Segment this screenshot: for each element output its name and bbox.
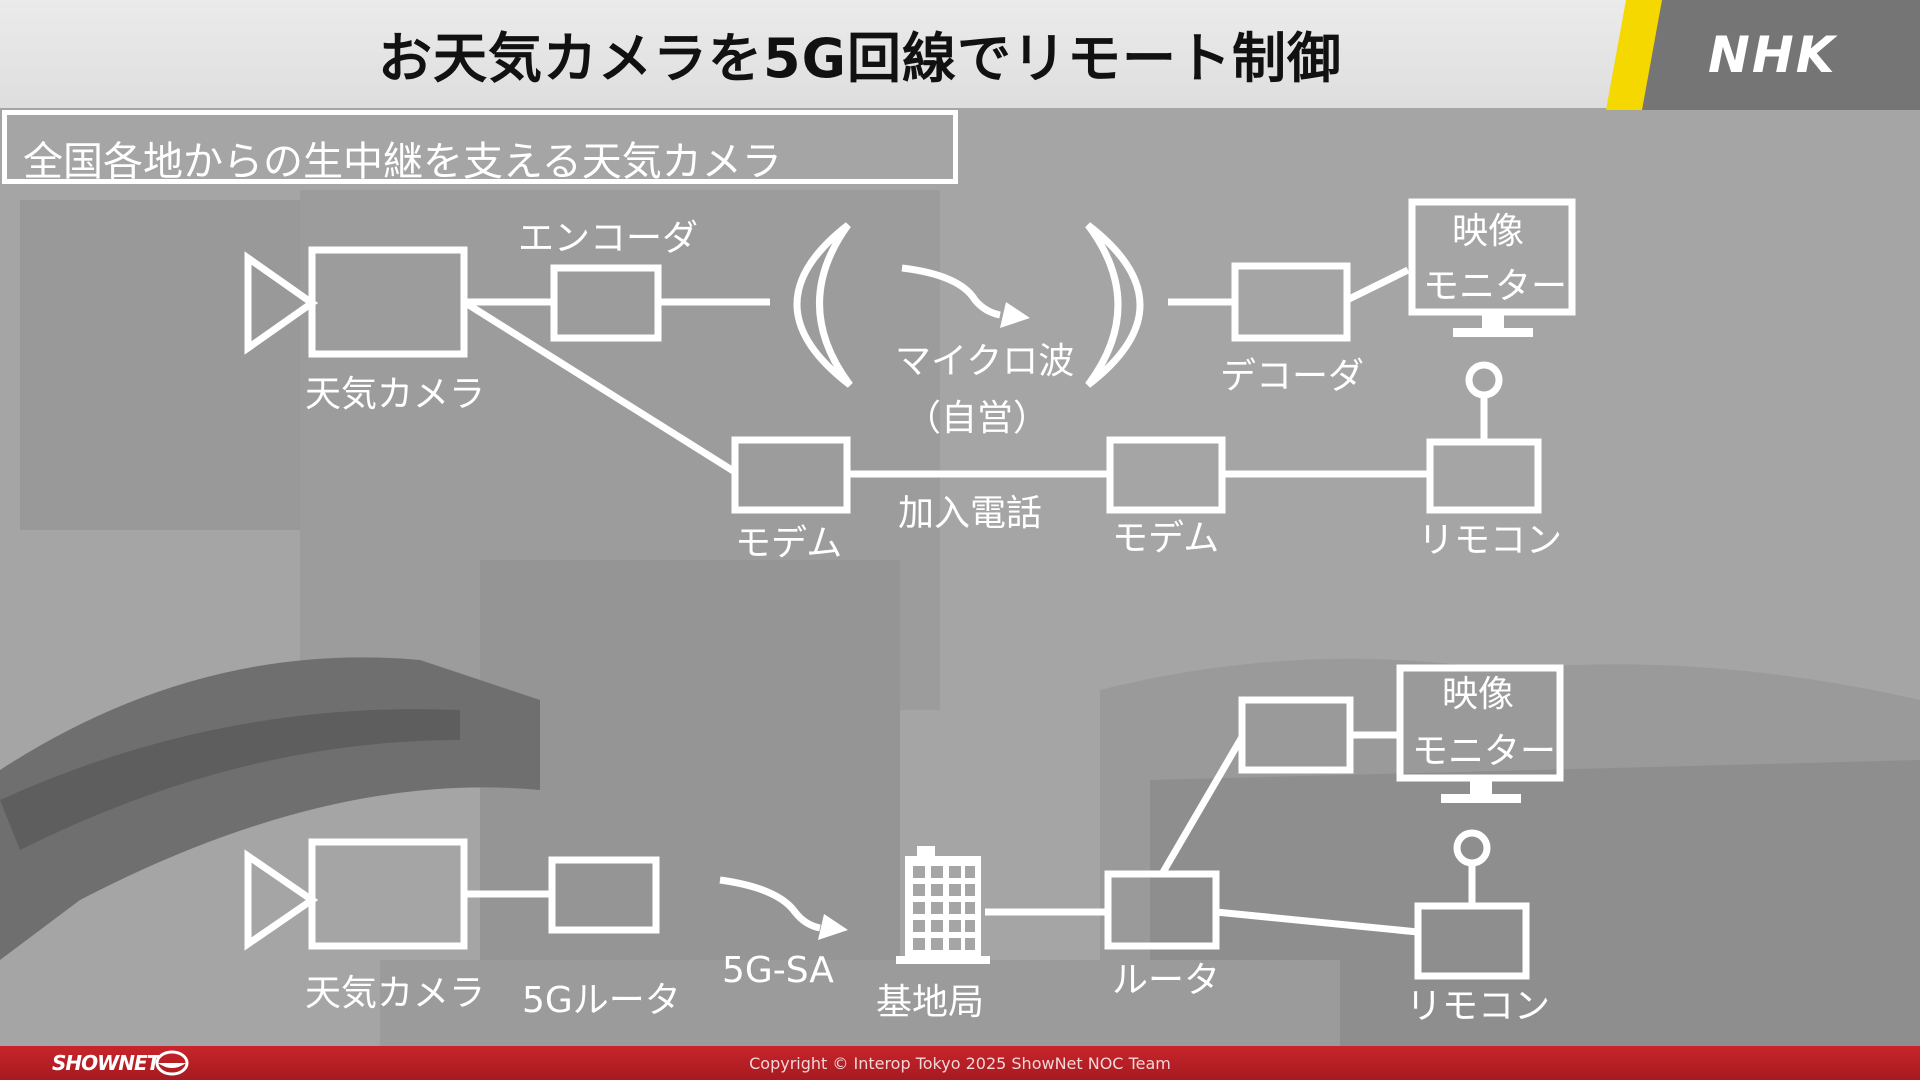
label-monitor-bottom-2: モニター (1412, 731, 1556, 772)
label-remote-top: リモコン (1418, 520, 1562, 561)
label-monitor-top-1: 映像 (1452, 211, 1524, 252)
router-box (1104, 870, 1220, 950)
remote-bottom-knob (1453, 829, 1491, 867)
copyright-text: Copyright © Interop Tokyo 2025 ShowNet N… (749, 1054, 1171, 1073)
label-monitor-top-2: モニター (1423, 266, 1567, 307)
5g-link-arrow-icon (719, 876, 821, 932)
subtitle-box: 全国各地からの生中継を支える天気カメラ (2, 110, 958, 185)
label-5g-router: 5Gルータ (522, 980, 681, 1021)
label-router: ルータ (1112, 960, 1220, 1001)
encoder-box (550, 264, 662, 342)
camera-lens-icon (244, 251, 319, 355)
line-decoder-monitor (1345, 266, 1410, 304)
modem-right-box (1106, 436, 1226, 514)
label-remote-bottom: リモコン (1406, 986, 1550, 1027)
label-phone-line: 加入電話 (898, 493, 1042, 534)
decoder-box (1231, 262, 1351, 342)
title-bar: お天気カメラを5G回線でリモート制御 (0, 0, 1920, 108)
monitor-bottom-base (1441, 794, 1521, 803)
label-5g-sa: 5G-SA (722, 950, 834, 991)
shownet-logo-icon (155, 1050, 189, 1076)
microwave-dish-right-icon (1085, 222, 1144, 388)
label-camera-bottom: 天気カメラ (305, 973, 485, 1014)
monitor-bottom-stand (1470, 778, 1492, 796)
footer-bar: SHOWNET Copyright © Interop Tokyo 2025 S… (0, 1046, 1920, 1080)
building-windows (913, 866, 975, 950)
upper-box (1238, 696, 1354, 774)
remote-bottom-icon (1414, 902, 1530, 980)
nhk-logo: NHK (1708, 26, 1837, 84)
subtitle: 全国各地からの生中継を支える天気カメラ (23, 139, 782, 185)
microwave-arrow-icon (901, 264, 1001, 319)
remote-top-knob (1465, 361, 1503, 399)
label-modem-left: モデム (735, 523, 842, 564)
label-modem-right: モデム (1112, 518, 1219, 559)
microwave-dish-left-icon (793, 222, 853, 388)
label-monitor-bottom-1: 映像 (1442, 674, 1514, 715)
label-base-station: 基地局 (876, 982, 984, 1023)
line-camera-modem (462, 299, 737, 475)
label-microwave-2: （自営） (905, 398, 1049, 439)
5g-arrowhead-icon (818, 914, 848, 940)
label-decoder: デコーダ (1220, 356, 1364, 397)
5g-router-box (548, 856, 660, 934)
label-camera-top: 天気カメラ (305, 374, 485, 415)
logo-background (1642, 0, 1920, 110)
monitor-top-base (1453, 328, 1533, 337)
microwave-arrowhead-icon (1000, 302, 1030, 328)
line-router-remote (1215, 908, 1419, 936)
weather-camera-icon (308, 246, 468, 358)
label-encoder: エンコーダ (518, 218, 698, 259)
weather-camera-bottom-icon (308, 838, 468, 950)
monitor-top-stand (1482, 312, 1504, 330)
modem-left-box (731, 436, 851, 514)
line-router-box (1158, 735, 1246, 876)
remote-top-icon (1426, 438, 1542, 514)
logo-area (1606, 0, 1920, 110)
camera-lens-bottom-icon (244, 849, 319, 951)
label-microwave-1: マイクロ波 (895, 341, 1074, 382)
page-title: お天気カメラを5G回線でリモート制御 (378, 27, 1342, 90)
shownet-logo: SHOWNET (52, 1051, 160, 1075)
